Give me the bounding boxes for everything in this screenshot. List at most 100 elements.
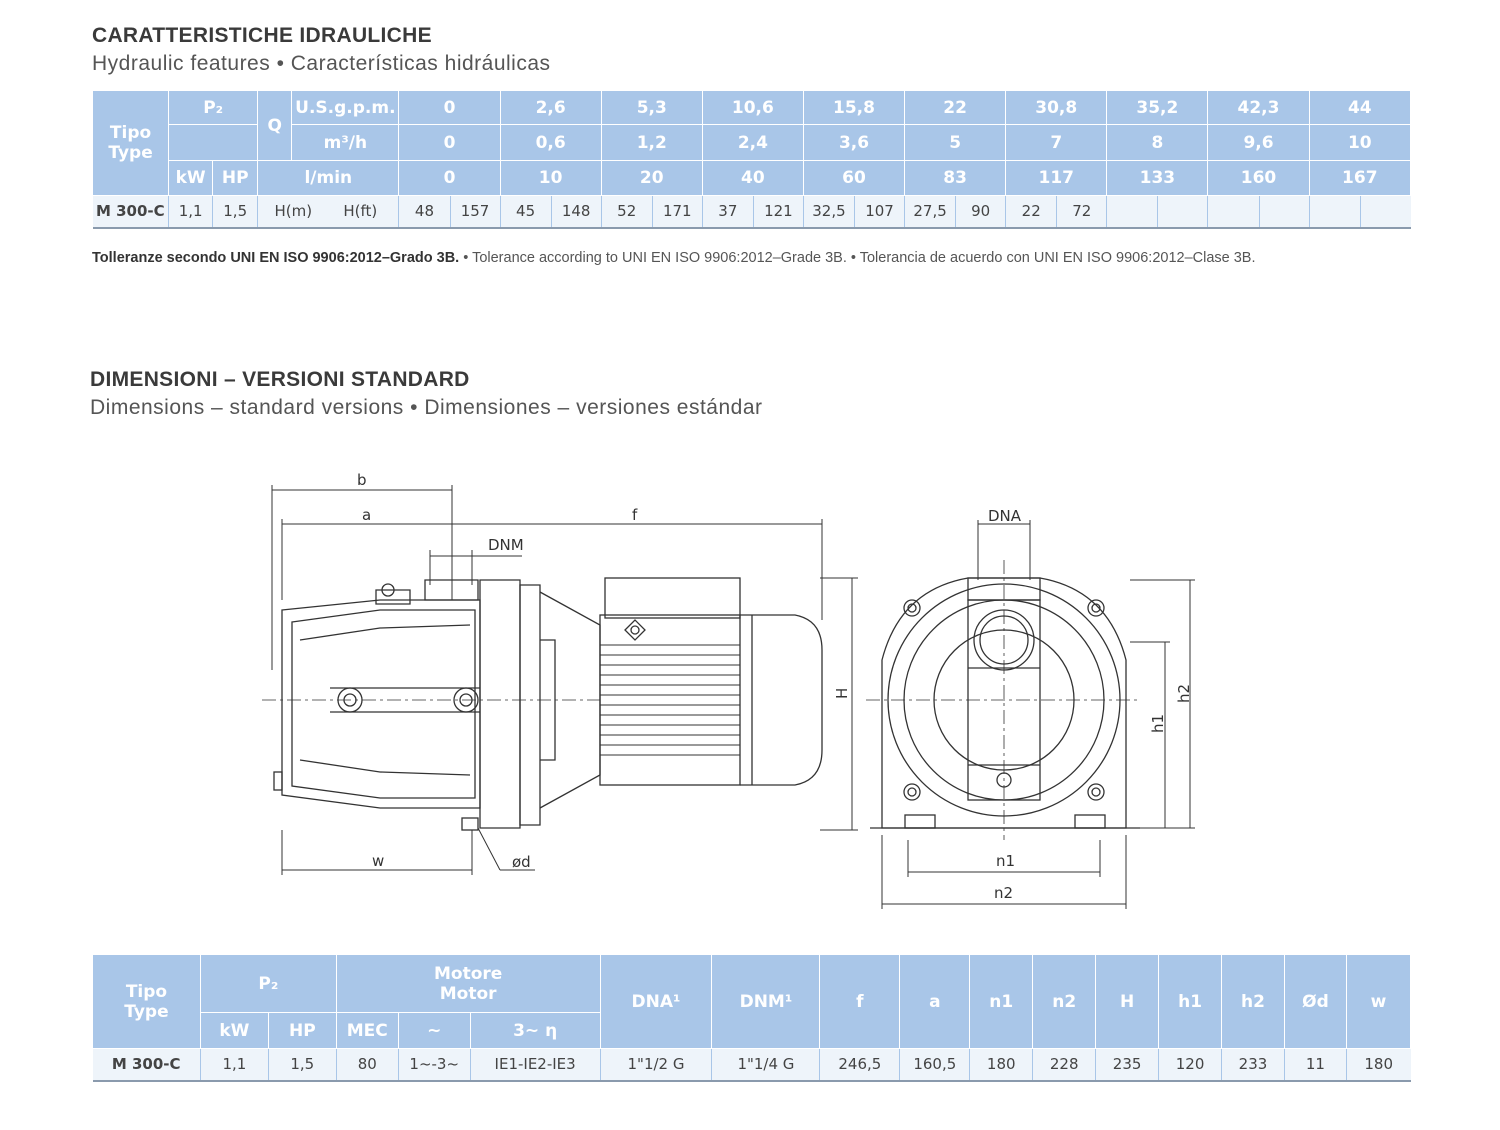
dhdr-n1: n1 [969,954,1034,1049]
usgpm-cell: 5,3 [600,90,703,125]
dhdr-p2: P₂ [199,954,337,1013]
m3h-cell: 8 [1106,124,1209,161]
lmin-cell: 133 [1106,160,1209,196]
hdr-q: Q [257,90,293,161]
drow-dnm: 1"1/4 G [711,1048,820,1081]
model-cell: M 300-C [92,195,169,228]
m3h-cell: 1,2 [600,124,703,161]
lmin-cell: 10 [499,160,602,196]
drow-h1: 120 [1158,1048,1222,1081]
m3h-cell: 10 [1308,124,1412,161]
label-H: H [833,688,851,699]
dhdr-a: a [899,954,971,1049]
head-cell: 22 [1005,195,1057,228]
dimension-lines [271,485,1195,909]
motor-view [599,577,823,786]
hdr-m3h: m³/h [291,124,400,161]
drow-H: 235 [1095,1048,1159,1081]
dhdr-w: w [1345,954,1412,1049]
head-cell: 121 [752,195,804,228]
m3h-cell: 9,6 [1207,124,1310,161]
side-view [273,579,601,831]
tolerance-note: Tolleranze secondo UNI EN ISO 9906:2012–… [92,250,1256,266]
hdr-p2: P₂ [168,90,259,125]
lmin-cell: 0 [398,160,501,196]
usgpm-cell: 42,3 [1207,90,1310,125]
drow-dna: 1"1/2 G [599,1048,712,1081]
head-cell: 157 [449,195,501,228]
pump-drawing: b a f DNM DNA H h1 h2 w ød n1 n2 [262,471,1195,909]
usgpm-cell: 22 [904,90,1007,125]
drow-kw: 1,1 [199,1048,269,1081]
head-cell [1258,195,1310,228]
m3h-cell: 0,6 [499,124,602,161]
hm-hft-label: H(m)H(ft) [257,195,399,228]
label-f: f [632,506,638,524]
head-cell: 171 [651,195,703,228]
label-h1: h1 [1149,714,1167,733]
m3h-cell: 2,4 [701,124,804,161]
label-n1: n1 [996,852,1015,870]
usgpm-cell: 2,6 [499,90,602,125]
usgpm-cell: 0 [398,90,501,125]
hdr-p2-spacer [168,124,259,161]
drow-w: 180 [1345,1048,1411,1081]
drow-n1: 180 [969,1048,1033,1081]
usgpm-cell: 10,6 [701,90,804,125]
label-dnm: DNM [488,536,524,554]
usgpm-cell: 30,8 [1005,90,1108,125]
head-cell: 32,5 [802,195,855,228]
head-cell: 72 [1056,195,1107,228]
hydraulic-title: CARATTERISTICHE IDRAULICHE [92,24,432,47]
label-a: a [362,506,371,524]
label-b: b [357,471,367,489]
head-cell [1157,195,1208,228]
head-cell: 45 [499,195,552,228]
head-cell [1207,195,1259,228]
drow-hp: 1,5 [267,1048,337,1081]
front-view [870,577,1140,829]
hdr-kw: kW [168,160,214,196]
head-cell [1359,195,1411,228]
dhdr-mec: MEC [335,1012,399,1049]
head-cell: 37 [701,195,754,228]
head-cell: 52 [600,195,653,228]
drow-model: M 300-C [92,1048,201,1081]
head-cell: 27,5 [904,195,956,228]
lmin-cell: 167 [1308,160,1412,196]
label-h2: h2 [1175,684,1193,703]
hp-cell: 1,5 [212,195,258,228]
drow-a: 160,5 [899,1048,970,1081]
lmin-cell: 160 [1207,160,1310,196]
head-cell: 90 [955,195,1006,228]
head-cell [1308,195,1361,228]
label-n2: n2 [994,884,1013,902]
dhdr-eta: 3~ η [469,1012,601,1049]
hdr-hp: HP [212,160,259,196]
kw-cell: 1,1 [168,195,213,228]
label-dna: DNA [988,507,1022,525]
label-od: ød [512,853,531,871]
usgpm-cell: 35,2 [1106,90,1209,125]
drow-phase: 1~-3~ [397,1048,471,1081]
lmin-cell: 83 [904,160,1007,196]
dhdr-dnm: DNM¹ [711,954,821,1049]
drow-h2: 233 [1221,1048,1285,1081]
head-cell [1106,195,1158,228]
m3h-cell: 3,6 [802,124,906,161]
dimensions-title: DIMENSIONI – VERSIONI STANDARD [90,368,470,391]
lmin-cell: 20 [600,160,703,196]
hdr-usgpm: U.S.g.p.m. [291,90,400,125]
drow-mec: 80 [335,1048,399,1081]
usgpm-cell: 44 [1308,90,1412,125]
dhdr-f: f [819,954,901,1049]
head-cell: 107 [853,195,905,228]
m3h-cell: 5 [904,124,1007,161]
drow-f: 246,5 [819,1048,900,1081]
dhdr-od: Ød [1283,954,1347,1049]
